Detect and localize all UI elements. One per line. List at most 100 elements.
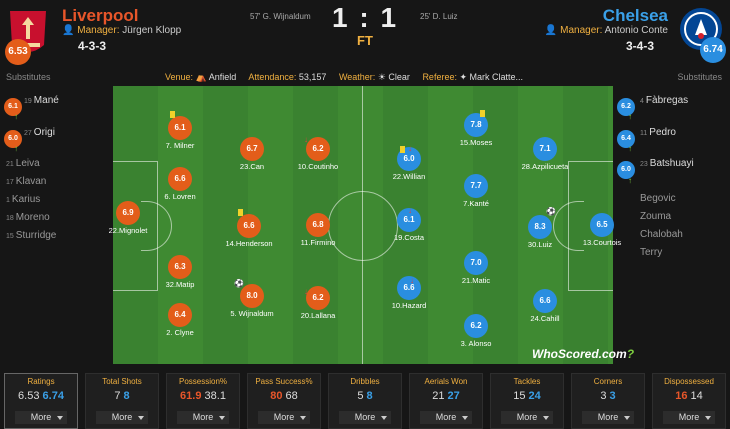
away-formation: 3-4-3 [625, 39, 654, 53]
sub-rating-badge: 6.0 [617, 161, 635, 179]
stat-home-value: 80 [270, 390, 283, 402]
stat-away-value: 3 [609, 390, 616, 402]
stat-more-button[interactable]: More [582, 411, 634, 424]
stat-more-button[interactable]: More [15, 411, 67, 424]
stat-more-button[interactable]: More [339, 411, 391, 424]
ball-icon: ⚽ [234, 279, 244, 288]
away-manager-label: Manager: [560, 25, 603, 36]
player-rating: 7.1 [533, 137, 557, 161]
home-team-rating-badge: 6.53 [5, 39, 31, 65]
stat-values: 80 68 [248, 390, 320, 402]
away-manager-name[interactable]: Antonio Conte [604, 25, 668, 36]
player-name: 6. Lovren [164, 192, 196, 201]
stat-home-value: 16 [675, 390, 688, 402]
stat-more-button[interactable]: More [258, 411, 310, 424]
referee-label: Referee: [422, 72, 457, 82]
person-icon: 👤 [544, 25, 558, 36]
sub-name: Mané [33, 95, 59, 106]
sub-on-icon: ↑ [628, 144, 632, 153]
player-rating: 6.5 [590, 213, 614, 237]
sub-name: Chalobah [640, 229, 683, 240]
player-name: 24.Cahill [530, 314, 560, 323]
away-sub-row[interactable]: Terry [640, 244, 662, 262]
stat-away-value: 27 [447, 390, 460, 402]
stat-away-value: 6.74 [42, 390, 64, 402]
sub-name: Moreno [15, 212, 50, 223]
away-sub-row[interactable]: Begovic [640, 190, 676, 208]
sub-on-icon: ↑ [14, 112, 18, 121]
stat-more-button[interactable]: More [501, 411, 553, 424]
away-sub-row[interactable]: Chalobah [640, 226, 683, 244]
away-substitutes-heading: Substitutes [677, 72, 722, 82]
sub-number: 21 [6, 161, 14, 168]
sub-rating-badge: 6.2 [617, 98, 635, 116]
referee-value[interactable]: Mark Clatte... [469, 72, 524, 82]
person-icon: 👤 [62, 25, 75, 36]
away-team-name[interactable]: Chelsea [602, 6, 668, 25]
stat-title: Total Shots [102, 377, 142, 386]
sub-on-icon: ↑ [628, 176, 632, 185]
stat-more-button[interactable]: More [420, 411, 472, 424]
player-name: 11.Firmino [300, 238, 336, 247]
ball-icon: ⚽ [546, 207, 556, 216]
home-team-name[interactable]: Liverpool [62, 6, 139, 25]
player-rating: 6.6 [168, 167, 192, 191]
stat-more-button[interactable]: More [96, 411, 148, 424]
player-rating: 7.0 [464, 251, 488, 275]
yellow-card-icon [238, 209, 243, 216]
home-manager-name[interactable]: Jürgen Klopp [122, 25, 182, 36]
stat-more-button[interactable]: More [663, 411, 715, 424]
away-sub-row[interactable]: Zouma [640, 208, 671, 226]
home-formation: 4-3-3 [78, 39, 107, 53]
stat-more-button[interactable]: More [177, 411, 229, 424]
stat-values: 61.9 38.1 [167, 390, 239, 402]
home-manager-label: Manager: [77, 25, 120, 36]
player-rating: 8.3 [528, 215, 552, 239]
stat-home-value: 5 [357, 390, 364, 402]
player-name: 5. Wijnaldum [230, 309, 274, 318]
sub-name: Fàbregas [645, 95, 689, 106]
stat-values: 3 3 [572, 390, 644, 402]
player-rating: 6.7 [240, 137, 264, 161]
